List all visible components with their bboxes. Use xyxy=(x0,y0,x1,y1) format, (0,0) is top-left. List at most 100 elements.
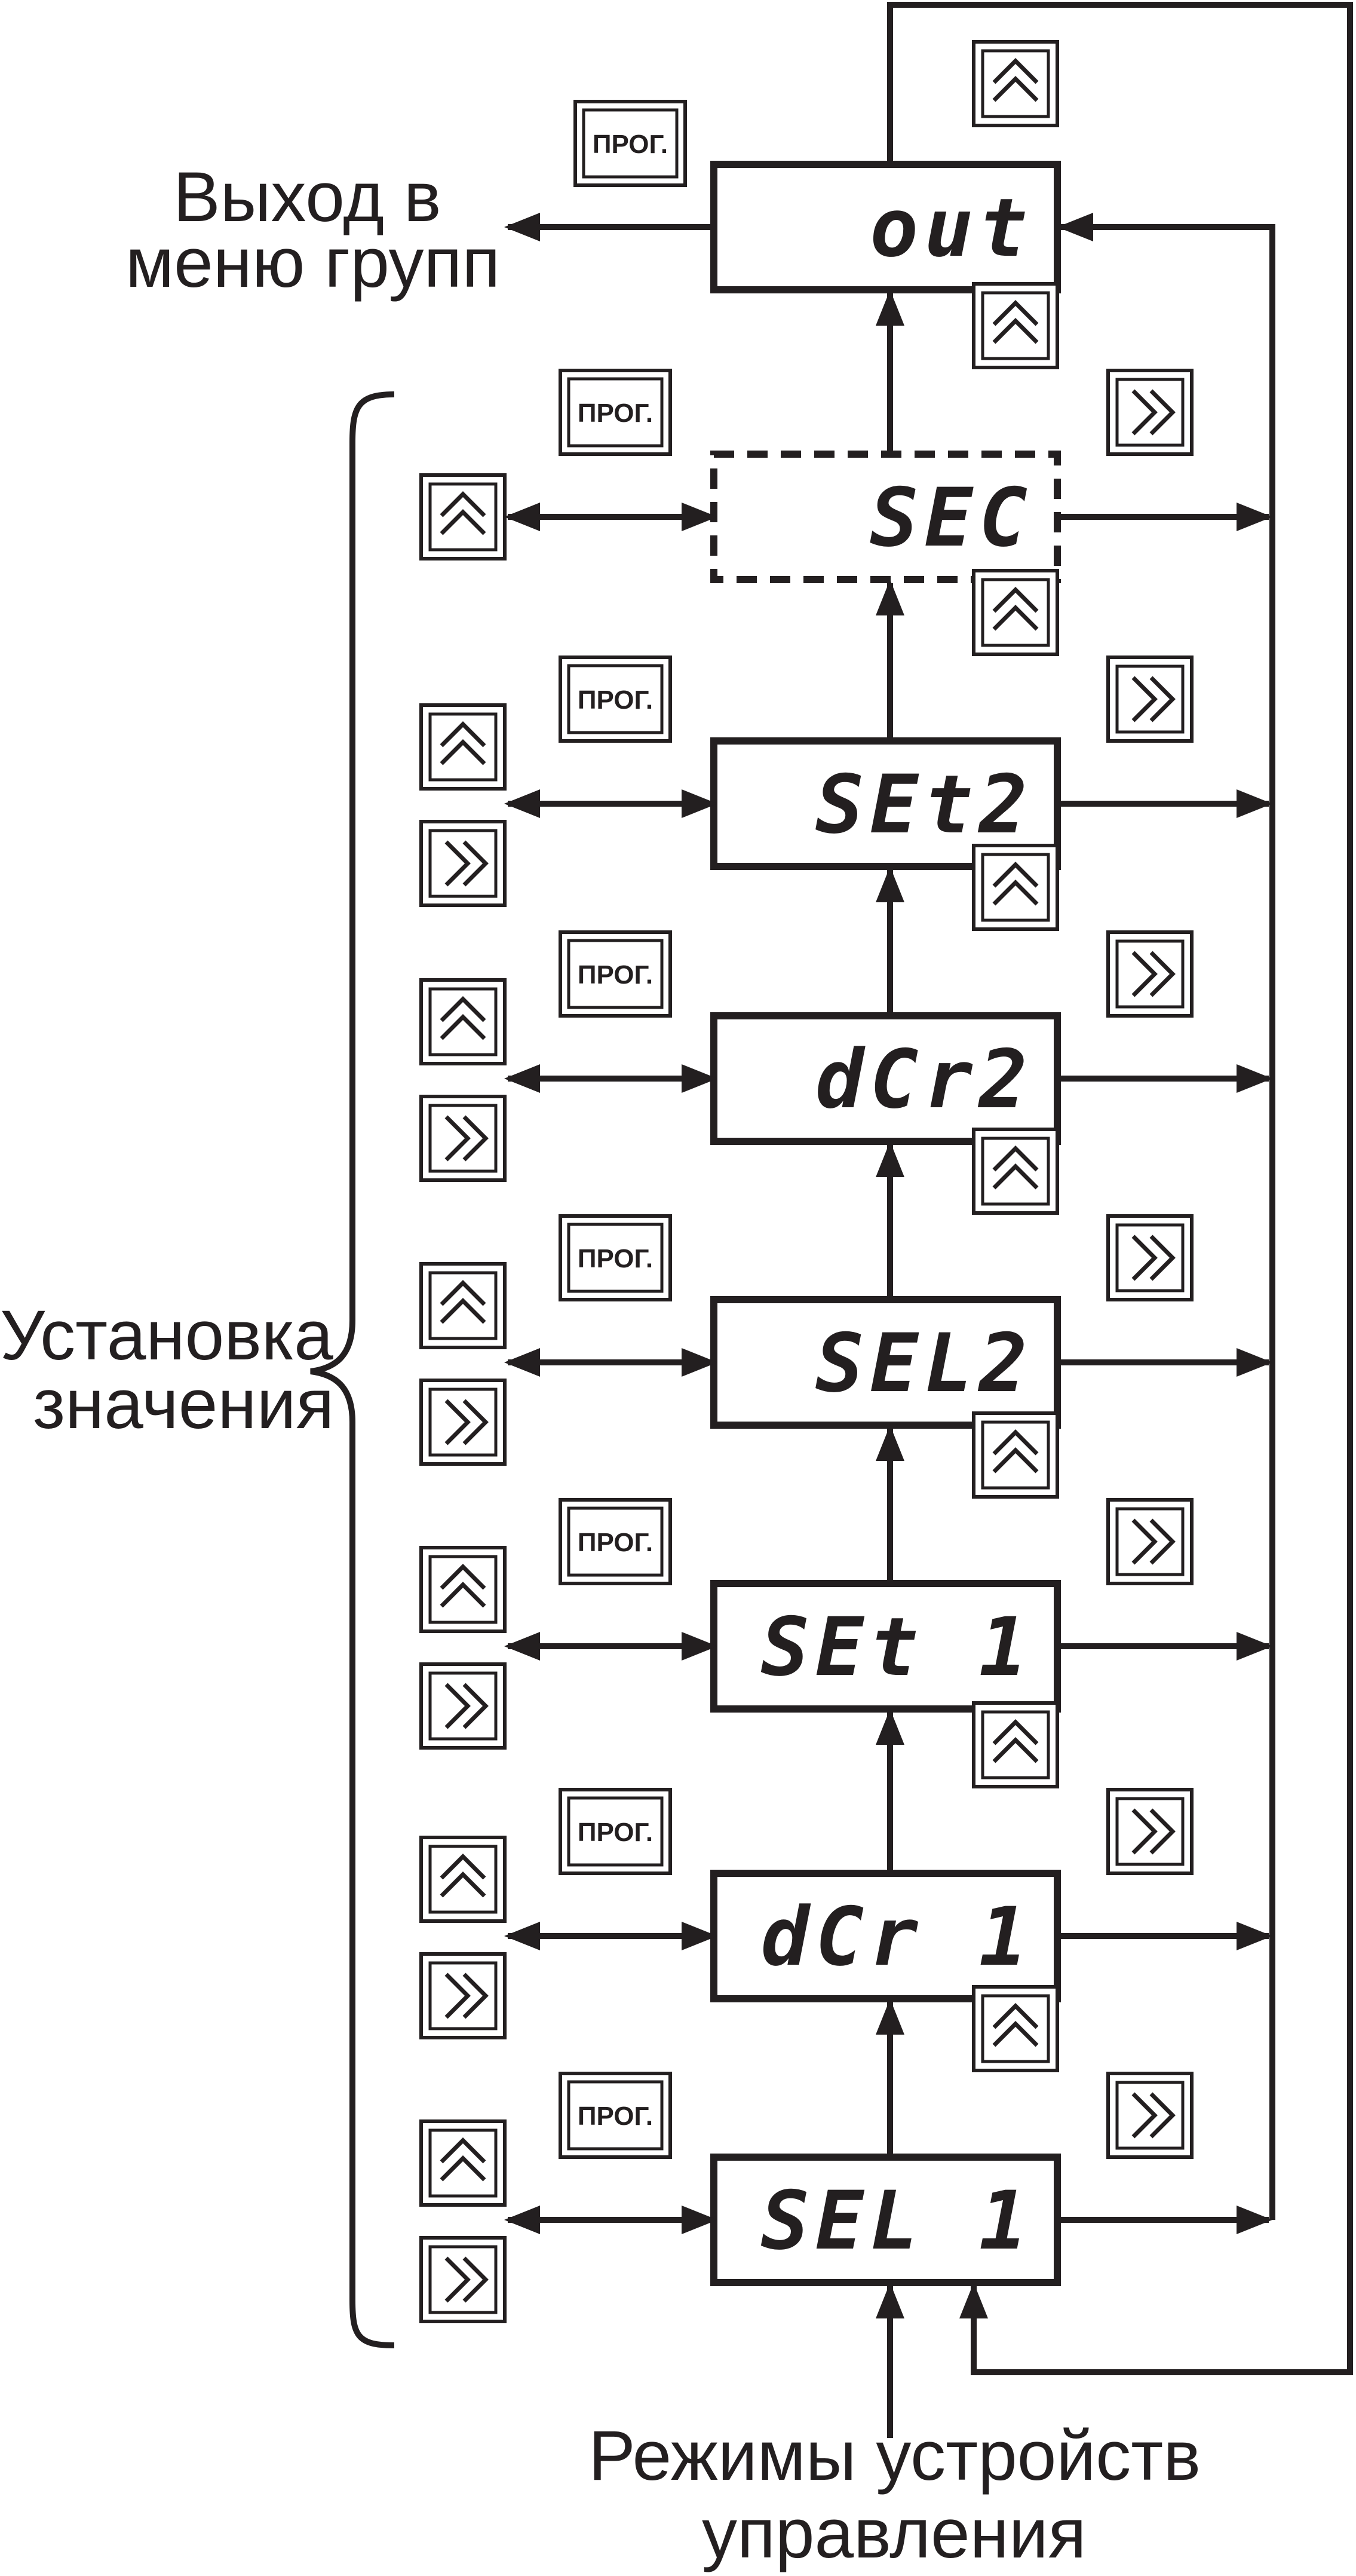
double-chevron-up-icon xyxy=(440,996,486,1040)
left-up-button-1[interactable] xyxy=(419,473,507,560)
double-chevron-right-icon xyxy=(444,1115,489,1162)
chevron-stroke xyxy=(444,2256,471,2303)
chevron-stroke xyxy=(444,1115,471,1162)
right-button-7[interactable] xyxy=(1106,2072,1194,2159)
range-caption-line-2: значения xyxy=(33,1365,334,1444)
chevron-stroke xyxy=(1149,676,1176,722)
prog-button-6[interactable]: ПРОГ. xyxy=(559,1788,672,1875)
prog-button-exit[interactable]: ПРОГ. xyxy=(573,100,687,187)
prog-button-1[interactable]: ПРОГ. xyxy=(559,369,672,456)
double-chevron-right-icon xyxy=(444,1683,489,1729)
double-chevron-up-icon xyxy=(440,1280,486,1324)
chevron-stroke xyxy=(992,587,1039,613)
left-up-button-3[interactable] xyxy=(419,978,507,1065)
left-right-button-6[interactable] xyxy=(419,1952,507,2039)
up-button-chain-2[interactable] xyxy=(972,569,1059,656)
prog-button-4[interactable]: ПРОГ. xyxy=(559,1214,672,1301)
prog-button-2[interactable]: ПРОГ. xyxy=(559,656,672,743)
exit-caption-line-2: меню групп xyxy=(125,223,500,302)
parameter-code-1: SEC xyxy=(870,471,1033,565)
left-right-button-3[interactable] xyxy=(419,1095,507,1182)
chevron-stroke xyxy=(1149,389,1176,436)
chevron-stroke xyxy=(440,1298,486,1324)
prog-button-4-face xyxy=(567,1223,664,1293)
chevron-stroke xyxy=(440,1564,486,1590)
right-button-3[interactable] xyxy=(1106,930,1194,1018)
chevron-stroke xyxy=(444,1972,471,2019)
parameter-display-5 xyxy=(710,1580,1061,1713)
entry-caption-line-2: управления xyxy=(702,2494,1087,2573)
left-up-button-5[interactable] xyxy=(419,1546,507,1633)
parameter-code-3: dCr2 xyxy=(815,1033,1033,1126)
double-chevron-right-icon xyxy=(444,1972,489,2019)
double-chevron-right-icon xyxy=(444,840,489,887)
left-up-button-7[interactable] xyxy=(419,2119,507,2207)
up-button-chain-1[interactable] xyxy=(972,282,1059,369)
double-chevron-up-icon xyxy=(992,1145,1039,1190)
chevron-stroke xyxy=(1131,951,1158,997)
chevron-stroke xyxy=(440,1014,486,1040)
up-button-chain-3[interactable] xyxy=(972,844,1059,931)
double-chevron-right-icon xyxy=(1131,389,1176,436)
right-button-4[interactable] xyxy=(1106,1214,1194,1301)
chevron-stroke xyxy=(1131,1518,1158,1565)
right-button-5[interactable] xyxy=(1106,1498,1194,1585)
double-chevron-up-icon xyxy=(992,300,1039,344)
left-up-button-4[interactable] xyxy=(419,1262,507,1349)
right-button-2[interactable] xyxy=(1106,656,1194,743)
parameter-display-0 xyxy=(710,161,1061,293)
prog-button-1-face xyxy=(567,377,664,448)
chevron-stroke xyxy=(440,2137,486,2164)
double-chevron-up-icon xyxy=(440,491,486,535)
prog-button-label: ПРОГ. xyxy=(578,960,653,990)
chevron-stroke xyxy=(444,1683,471,1729)
exit-caption-line-1: Выход в xyxy=(173,158,441,237)
prog-button-label: ПРОГ. xyxy=(593,130,668,159)
double-chevron-up-icon xyxy=(440,2137,486,2182)
prog-button-3[interactable]: ПРОГ. xyxy=(559,930,672,1018)
double-chevron-up-icon xyxy=(440,1854,486,1898)
up-button-outer-loop[interactable] xyxy=(972,40,1059,127)
prog-button-label: ПРОГ. xyxy=(578,1244,653,1273)
parameter-code-7: SEL 1 xyxy=(761,2174,1033,2268)
up-button-chain-7[interactable] xyxy=(972,1985,1059,2072)
prog-button-label: ПРОГ. xyxy=(578,399,653,428)
left-up-button-2[interactable] xyxy=(419,703,507,791)
up-button-chain-4[interactable] xyxy=(972,1128,1059,1215)
chevron-stroke xyxy=(444,840,471,887)
double-chevron-right-icon xyxy=(1131,951,1176,997)
prog-button-label: ПРОГ. xyxy=(578,2102,653,2131)
right-button-6[interactable] xyxy=(1106,1788,1194,1875)
chevron-stroke xyxy=(992,300,1039,326)
up-button-chain-6[interactable] xyxy=(972,1701,1059,1788)
double-chevron-up-icon xyxy=(992,1429,1039,1474)
chevron-stroke xyxy=(440,1854,486,1880)
left-right-button-2[interactable] xyxy=(419,820,507,907)
double-chevron-up-icon xyxy=(440,1564,486,1608)
right-button-1[interactable] xyxy=(1106,369,1194,456)
chevron-stroke xyxy=(1149,1518,1176,1565)
chevron-stroke xyxy=(992,2021,1039,2047)
chevron-stroke xyxy=(462,840,489,887)
left-up-button-6[interactable] xyxy=(419,1836,507,1923)
double-chevron-right-icon xyxy=(1131,676,1176,722)
chevron-stroke xyxy=(992,605,1039,631)
prog-button-5[interactable]: ПРОГ. xyxy=(559,1498,672,1585)
left-right-button-5[interactable] xyxy=(419,1662,507,1750)
prog-button-7[interactable]: ПРОГ. xyxy=(559,2072,672,2159)
prog-button-3-face xyxy=(567,939,664,1009)
chevron-stroke xyxy=(1149,1808,1176,1855)
chevron-stroke xyxy=(992,1429,1039,1456)
left-right-button-4[interactable] xyxy=(419,1379,507,1466)
prog-button-exit-face xyxy=(582,108,679,179)
double-chevron-right-icon xyxy=(1131,1808,1176,1855)
up-button-chain-5[interactable] xyxy=(972,1411,1059,1499)
prog-button-label: ПРОГ. xyxy=(578,685,653,715)
chevron-stroke xyxy=(992,1145,1039,1172)
left-up-button-5-face xyxy=(428,1555,498,1624)
chevron-stroke xyxy=(462,1683,489,1729)
double-chevron-right-icon xyxy=(1131,2092,1176,2139)
left-right-button-7[interactable] xyxy=(419,2236,507,2323)
chevron-stroke xyxy=(440,1871,486,1898)
